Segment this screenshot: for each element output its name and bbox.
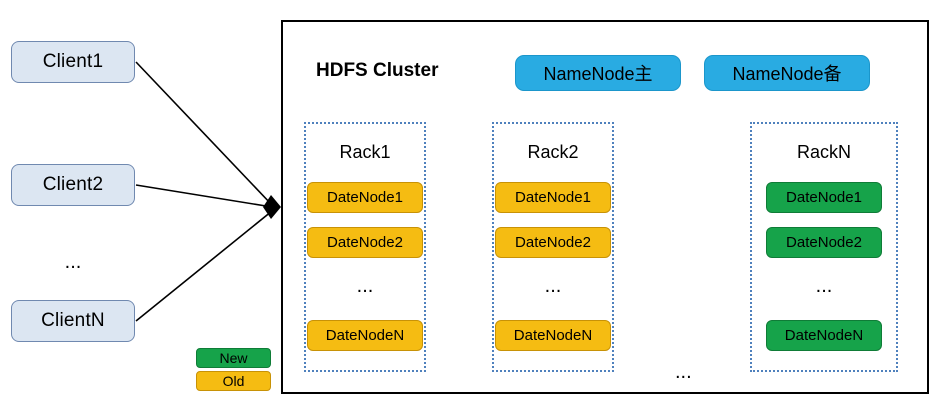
datanode-label: DateNode1 bbox=[327, 189, 403, 206]
rack-node-ellipsis: ... bbox=[356, 275, 374, 297]
datanode-label: DateNodeN bbox=[784, 327, 864, 344]
client-box-2[interactable]: Client2 bbox=[11, 164, 135, 206]
namenode-label: NameNode备 bbox=[732, 64, 842, 84]
datanode-label: DateNodeN bbox=[513, 327, 593, 344]
namenode-active[interactable]: NameNode主 bbox=[515, 55, 681, 91]
rack-title: Rack1 bbox=[339, 142, 391, 162]
client-box-n[interactable]: ClientN bbox=[11, 300, 135, 342]
rack-1: Rack1 DateNode1 DateNode2 ... DateNodeN bbox=[304, 122, 426, 372]
rack-node-ellipsis: ... bbox=[544, 275, 562, 297]
datanode-box[interactable]: DateNodeN bbox=[495, 320, 611, 351]
hdfs-cluster-panel: HDFS Cluster NameNode主 NameNode备 Rack1 D… bbox=[281, 20, 929, 394]
rack-node-ellipsis: ... bbox=[815, 275, 833, 297]
datanode-label: DateNode2 bbox=[515, 234, 591, 251]
cluster-title: HDFS Cluster bbox=[316, 60, 439, 81]
rack-title: RackN bbox=[796, 142, 851, 162]
datanode-label: DateNode2 bbox=[327, 234, 403, 251]
legend-item-new: New bbox=[196, 348, 271, 368]
client-box-1[interactable]: Client1 bbox=[11, 41, 135, 83]
legend-item-old: Old bbox=[196, 371, 271, 391]
client-list-ellipsis: ... bbox=[64, 251, 82, 273]
client-label: ClientN bbox=[41, 310, 105, 331]
client-label: Client1 bbox=[42, 51, 104, 72]
datanode-box[interactable]: DateNodeN bbox=[766, 320, 882, 351]
rack-2: Rack2 DateNode1 DateNode2 ... DateNodeN bbox=[492, 122, 614, 372]
rack-title: Rack2 bbox=[527, 142, 579, 162]
datanode-box[interactable]: DateNodeN bbox=[307, 320, 423, 351]
legend-label: New bbox=[219, 350, 248, 366]
datanode-box[interactable]: DateNode2 bbox=[495, 227, 611, 258]
legend-label: Old bbox=[222, 373, 245, 389]
datanode-box[interactable]: DateNode2 bbox=[307, 227, 423, 258]
datanode-label: DateNode1 bbox=[515, 189, 591, 206]
namenode-label: NameNode主 bbox=[543, 64, 653, 84]
namenode-standby[interactable]: NameNode备 bbox=[704, 55, 870, 91]
datanode-label: DateNode2 bbox=[786, 234, 862, 251]
datanode-box[interactable]: DateNode1 bbox=[307, 182, 423, 213]
rack-n: RackN DateNode1 DateNode2 ... DateNodeN bbox=[750, 122, 898, 372]
client-label: Client2 bbox=[42, 174, 104, 195]
datanode-label: DateNode1 bbox=[786, 189, 862, 206]
datanode-box[interactable]: DateNode2 bbox=[766, 227, 882, 258]
rack-list-ellipsis: ... bbox=[675, 361, 692, 383]
datanode-box[interactable]: DateNode1 bbox=[766, 182, 882, 213]
datanode-label: DateNodeN bbox=[325, 327, 405, 344]
datanode-box[interactable]: DateNode1 bbox=[495, 182, 611, 213]
